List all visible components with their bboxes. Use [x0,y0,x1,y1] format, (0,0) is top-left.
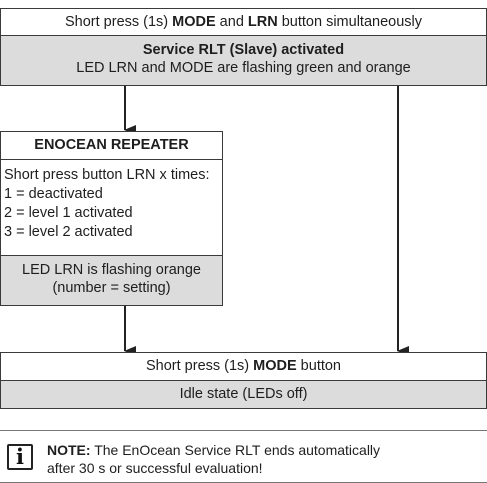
mode-press-suffix: button [296,358,341,374]
note-line1: The EnOcean Service RLT ends automatical… [90,442,381,458]
repeater-option-3: 3 = level 2 activated [4,224,133,240]
start-mode-label: MODE [172,14,216,30]
note-line2: after 30 s or successful evaluation! [47,460,263,476]
service-detail: LED LRN and MODE are flashing green and … [76,60,411,76]
repeater-instructions: Short press button LRN x times: 1 = deac… [0,159,223,256]
start-lrn-label: LRN [247,14,278,30]
mode-press-mode-label: MODE [253,358,297,374]
repeater-title: ENOCEAN REPEATER [0,131,223,160]
note-label: NOTE: [47,442,91,458]
step-mode-press: Short press (1s) MODE button [0,352,487,381]
start-text-and: and [215,14,248,30]
repeater-option-2: 2 = level 1 activated [4,205,133,221]
repeater-led-line1: LED LRN is flashing orange [22,262,201,278]
repeater-led-status: LED LRN is flashing orange (number = set… [0,255,223,306]
info-icon: i [7,444,33,470]
note-text: NOTE: The EnOcean Service RLT ends autom… [47,441,467,477]
start-text-prefix: Short press (1s) [64,14,173,30]
repeater-option-1: 1 = deactivated [4,186,103,202]
start-text-suffix: button simultaneously [277,14,422,30]
service-title: Service RLT (Slave) activated [142,42,345,58]
step-service-activated: Service RLT (Slave) activated LED LRN an… [0,35,487,86]
step-idle-state: Idle state (LEDs off) [0,380,487,409]
mode-press-prefix: Short press (1s) [145,358,254,374]
repeater-instruction: Short press button LRN x times: [4,167,210,183]
step-start-press: Short press (1s) MODE and LRN button sim… [0,8,487,36]
repeater-led-line2: (number = setting) [52,280,171,296]
note-divider-top [0,430,487,431]
